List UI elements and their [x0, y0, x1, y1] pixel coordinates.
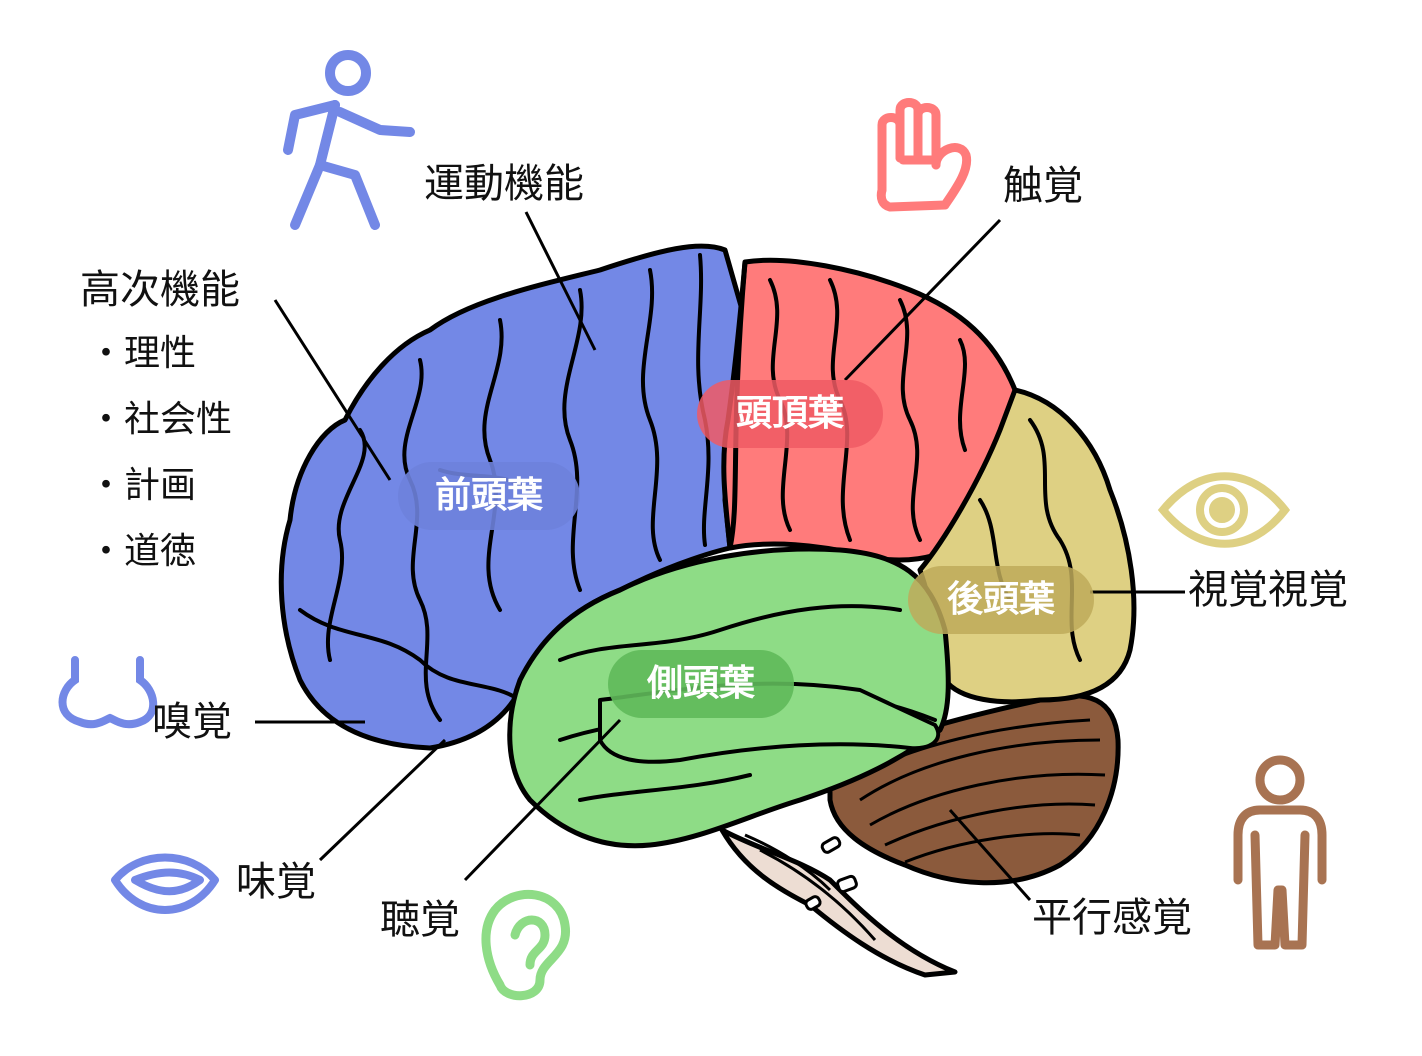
standing-person-icon — [1233, 755, 1327, 950]
touch-label: 触覚 — [1003, 163, 1083, 209]
parietal-lobe-label: 頭頂葉 — [697, 380, 883, 448]
leader-lines — [255, 211, 1185, 901]
vision-label: 視覚視覚 — [1188, 567, 1348, 613]
ear-icon — [481, 890, 570, 1001]
lips-icon — [111, 853, 219, 914]
higher-item-reason: ・理性 — [88, 333, 197, 374]
temporal-lobe-label: 側頭葉 — [608, 650, 794, 718]
smell-label: 嗅覚 — [152, 699, 232, 745]
occipital-lobe-label: 後頭葉 — [908, 566, 1094, 634]
frontal-lobe-label: 前頭葉 — [398, 462, 580, 530]
nose-icon — [58, 656, 158, 729]
higher-item-morality: ・道徳 — [88, 531, 197, 572]
higher-item-planning: ・計画 — [88, 465, 197, 506]
higher-item-social: ・社会性 — [88, 399, 233, 440]
higher-function-label: 高次機能 — [80, 267, 240, 313]
walking-person-icon — [283, 50, 415, 230]
balance-label: 平行感覚 — [1032, 895, 1192, 941]
taste-label: 味覚 — [236, 859, 316, 905]
eye-icon — [1157, 472, 1291, 548]
motor-function-label: 運動機能 — [424, 161, 584, 207]
hearing-label: 聴覚 — [380, 897, 460, 943]
hand-icon — [876, 98, 972, 212]
